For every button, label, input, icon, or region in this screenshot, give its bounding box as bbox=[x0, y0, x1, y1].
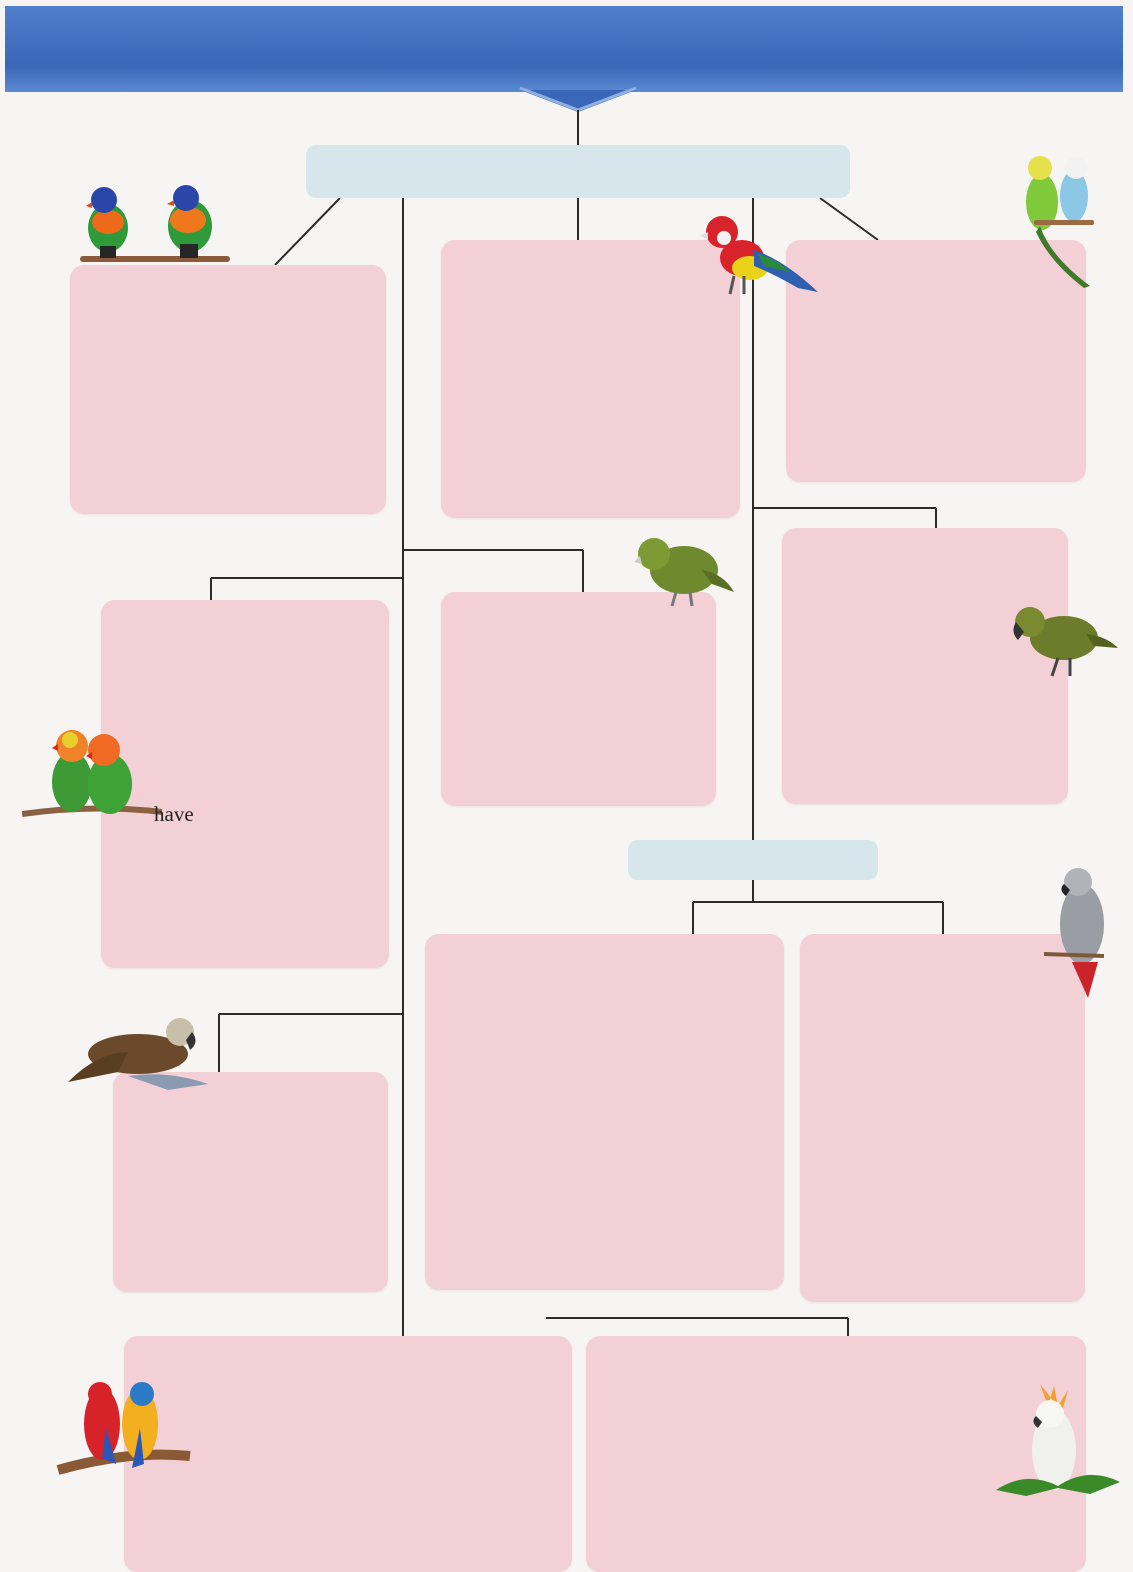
kaka-icon bbox=[68, 1010, 210, 1094]
grey-parrot-icon bbox=[1044, 862, 1114, 1000]
budgerigars-icon bbox=[1014, 146, 1098, 290]
box-lower-center bbox=[425, 934, 784, 1290]
cockatoo-icon bbox=[996, 1380, 1120, 1520]
have-label: have bbox=[154, 802, 194, 827]
rosella-icon bbox=[698, 210, 822, 298]
sub-category-pill bbox=[628, 840, 878, 880]
top-category-pill bbox=[306, 145, 850, 198]
box-lower-right bbox=[800, 934, 1085, 1302]
lorikeets-icon bbox=[70, 182, 230, 266]
macaws-icon bbox=[54, 1378, 192, 1482]
box-top-left bbox=[70, 265, 386, 514]
kakapo-icon bbox=[632, 530, 736, 610]
kea-icon bbox=[1008, 598, 1120, 680]
lovebirds-icon bbox=[22, 722, 162, 826]
box-top-center bbox=[441, 240, 740, 518]
box-lower-left bbox=[113, 1072, 388, 1292]
box-middle-center bbox=[441, 592, 716, 806]
